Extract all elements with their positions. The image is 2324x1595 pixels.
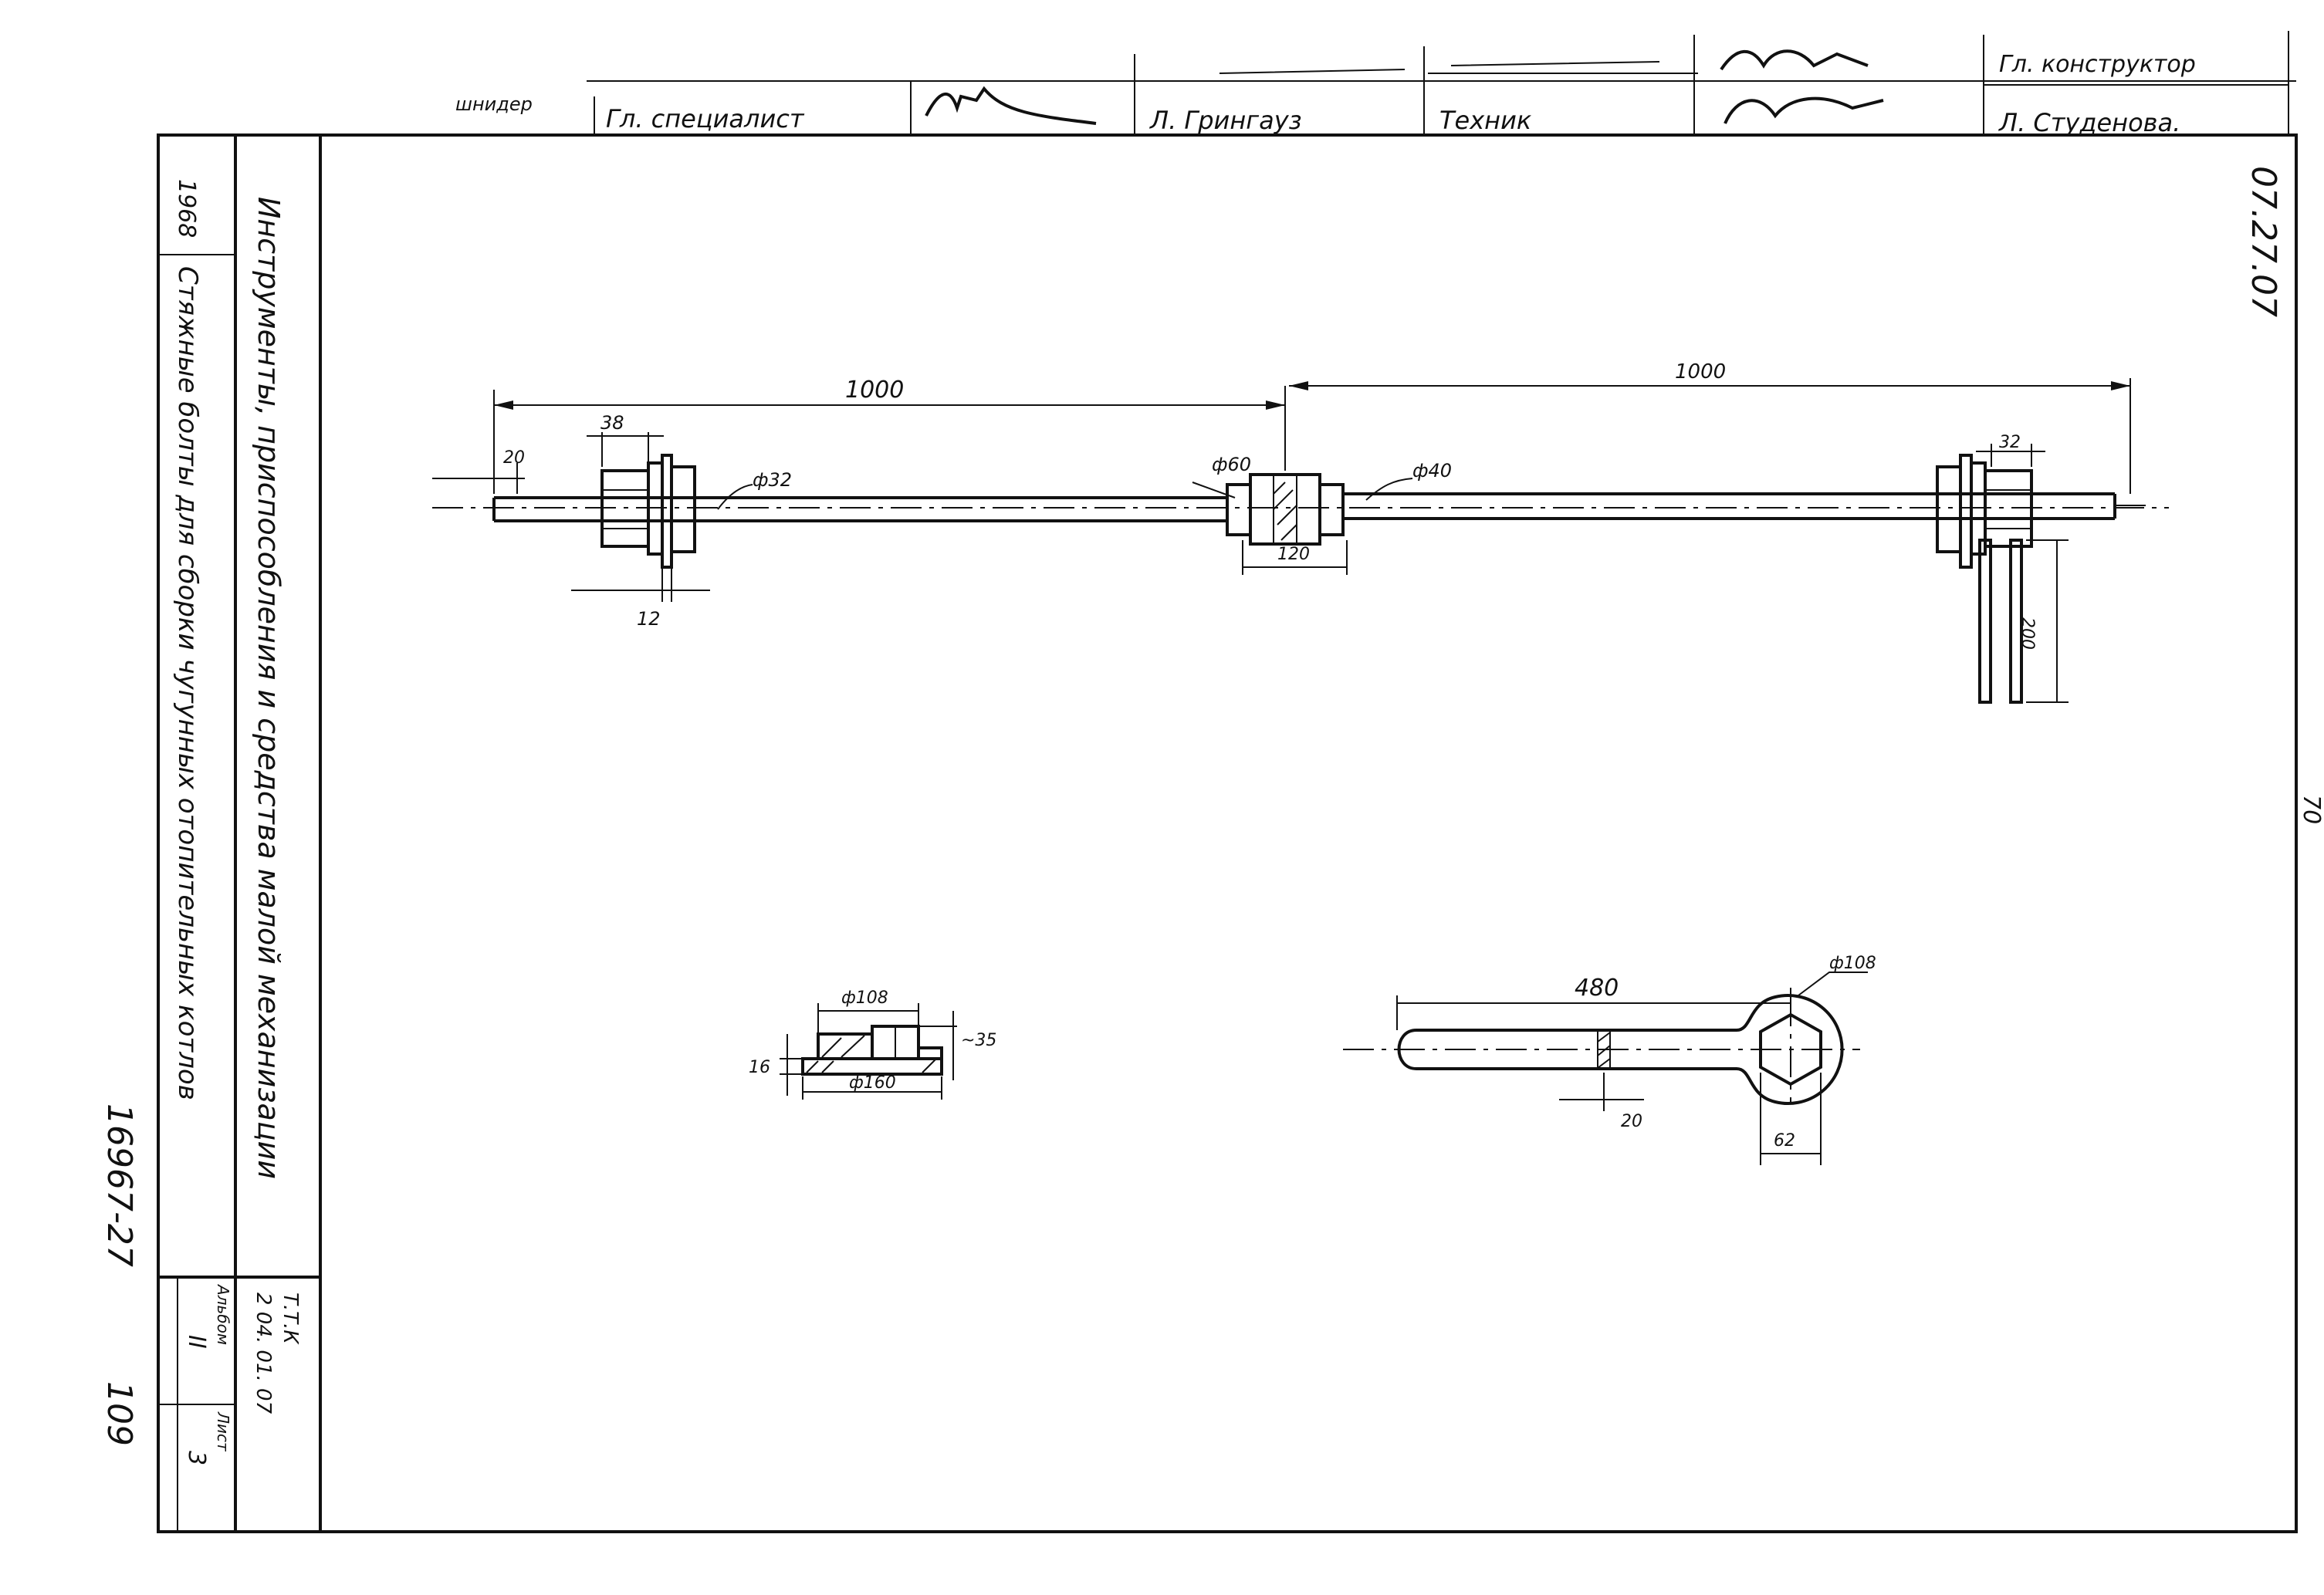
drawing-code: 07.27.07: [2244, 166, 2283, 317]
title-cell-name-studenova: Л. Студенова.: [1998, 108, 2180, 137]
tie-bolt-assembly: [432, 454, 2169, 704]
right-margin: 07.27.07 70: [2244, 166, 2324, 824]
wrench-dim-62: 62: [1774, 1131, 1795, 1151]
dim-phi32: ф32: [753, 469, 792, 491]
left-strip: 1968 Стяжные болты для сборки чугунных о…: [100, 179, 302, 1465]
document-number: 16967-27: [100, 1103, 139, 1267]
dim-12: 12: [637, 608, 661, 630]
dim-200: 200: [2018, 617, 2037, 650]
wrench-dim-20: 20: [1621, 1112, 1642, 1131]
sheet-label: Лист: [214, 1411, 232, 1452]
album-value: II: [183, 1335, 210, 1349]
dim-38: 38: [600, 412, 624, 434]
wrench-dim-phi108: ф108: [1829, 954, 1876, 973]
nut-dim-35: ~35: [961, 1031, 996, 1050]
dim-32-right: 32: [1999, 433, 2021, 452]
album-label: Альбом: [214, 1283, 232, 1345]
signature-icon: [1720, 49, 1869, 71]
dim-phi40: ф40: [1412, 460, 1452, 482]
dim-120: 120: [1277, 545, 1310, 564]
dim-20-left: 20: [503, 448, 525, 468]
nut-dim-phi160: ф160: [849, 1073, 896, 1093]
title-cell-name-gringauz: Л. Грингауз: [1149, 106, 1302, 135]
dim-left-length: 1000: [845, 377, 904, 404]
title-cell-chief-specialist: Гл. специалист: [606, 104, 805, 133]
nut-dim-16: 16: [749, 1058, 770, 1077]
sheet-heading: Инструменты, приспособления и средства м…: [252, 197, 286, 1179]
nut-detail: ф108 ф160 16 ~35: [749, 988, 996, 1100]
margin-mark: 70: [2298, 795, 2324, 824]
subject-label: Стяжные болты для сборки чугунных отопит…: [172, 266, 203, 1100]
dim-phi60: ф60: [1212, 454, 1251, 475]
title-cell-engineer: шнидер: [455, 93, 533, 115]
sheet-value: 3: [183, 1451, 210, 1465]
page-number: 109: [100, 1381, 139, 1446]
wrench-dim-480: 480: [1575, 975, 1619, 1002]
dim-right-length: 1000: [1675, 360, 1726, 384]
wrench-detail: 480 ф108 20 62: [1343, 954, 1876, 1165]
signature-icon: [925, 86, 1097, 125]
title-block: шнидер Гл. специалист Л. Грингауз Техник…: [455, 31, 2296, 137]
ttk-label: Т.Т.К: [279, 1293, 302, 1345]
title-cell-chief-designer: Гл. конструктор: [1999, 51, 2196, 78]
signature-icon: [1724, 96, 1884, 124]
year-label: 1968: [173, 179, 200, 238]
nut-dim-phi108: ф108: [841, 988, 888, 1008]
ttk-code: 2 04. 01. 07: [252, 1293, 275, 1414]
drawing-frame: [157, 133, 2298, 1533]
title-cell-technician: Техник: [1439, 106, 1532, 135]
bolt-dimensions: 1000 1000 38 20 ф32 12 ф60 ф40 120: [432, 360, 2131, 703]
